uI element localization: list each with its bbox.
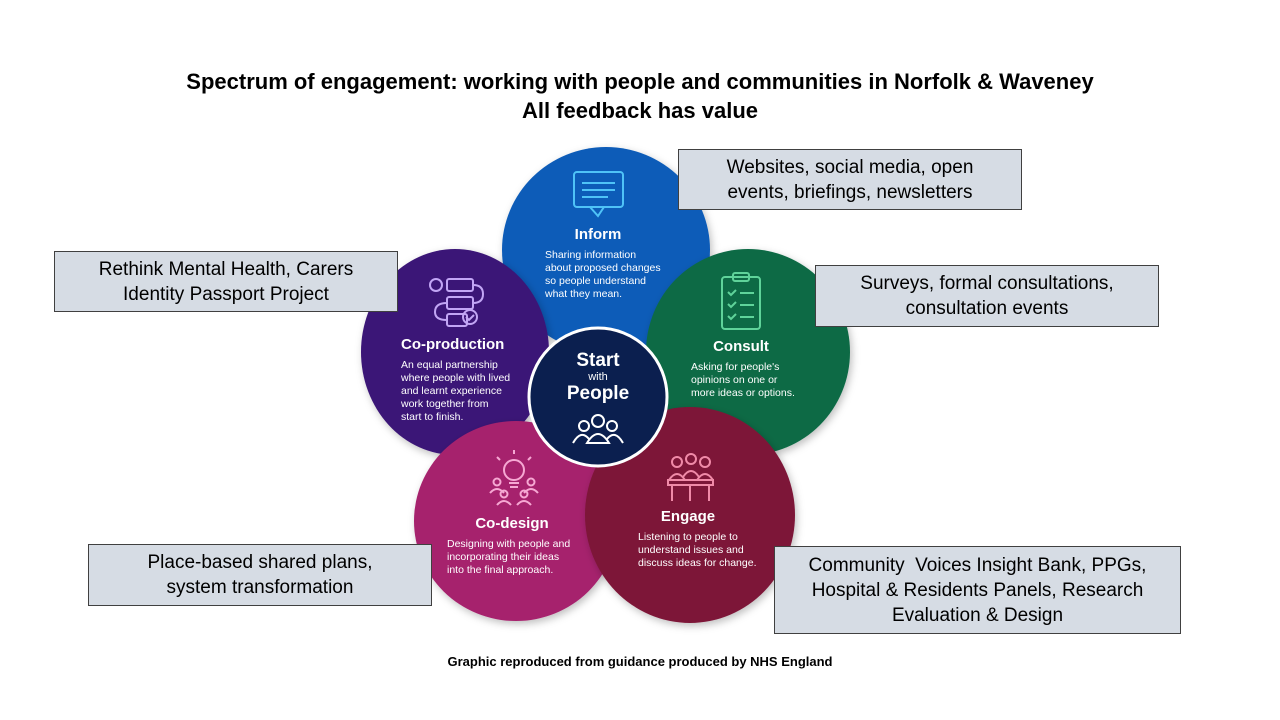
petal-consult-desc-3: more ideas or options. bbox=[691, 387, 795, 399]
petal-engage-desc-1: Listening to people to bbox=[638, 531, 738, 543]
petal-coproduction bbox=[361, 249, 549, 455]
petal-inform-desc-4: what they mean. bbox=[545, 288, 623, 300]
diagram-subtitle: All feedback has value bbox=[522, 98, 758, 123]
center-label: Start with People bbox=[548, 350, 648, 405]
callout-coproduction: Rethink Mental Health, Carers Identity P… bbox=[54, 251, 398, 312]
petal-coproduction-desc-2: where people with lived bbox=[401, 372, 511, 384]
petal-engage-desc-2: understand issues and bbox=[638, 544, 744, 556]
petal-coproduction-desc-1: An equal partnership bbox=[401, 359, 498, 371]
meeting-icon bbox=[667, 453, 714, 501]
petal-inform bbox=[502, 147, 710, 353]
petal-codesign-title: Co-design bbox=[475, 515, 549, 532]
callout-codesign: Place-based shared plans, system transfo… bbox=[88, 544, 432, 606]
petal-coproduction-title: Co-production bbox=[401, 336, 505, 353]
clipboard-checklist-icon bbox=[721, 272, 761, 330]
petal-codesign-desc-3: into the final approach. bbox=[447, 564, 554, 576]
petal-coproduction-text: Co-production An equal partnership where… bbox=[401, 336, 510, 424]
callout-codesign-line-1: Place-based shared plans, bbox=[147, 552, 373, 573]
callout-coproduction-line-2: Identity Passport Project bbox=[123, 283, 329, 305]
callout-codesign-line-2: system transformation bbox=[166, 577, 354, 598]
message-icon bbox=[573, 171, 624, 218]
center-line-with: with bbox=[588, 371, 608, 383]
petal-coproduction-desc-5: start to finish. bbox=[401, 411, 464, 423]
callout-engage-line-2: Hospital & Residents Panels, Research bbox=[811, 579, 1144, 601]
petal-engage-text: Engage Listening to people to understand… bbox=[638, 508, 756, 570]
petal-coproduction-desc-3: and learnt experience bbox=[401, 385, 502, 397]
callout-engage-line-3: Evaluation & Design bbox=[891, 604, 1064, 626]
callout-inform-line-2: events, briefings, newsletters bbox=[727, 181, 973, 203]
petal-consult-title: Consult bbox=[713, 338, 769, 355]
callout-coproduction-line-1: Rethink Mental Health, Carers bbox=[98, 258, 354, 280]
petal-inform-text: Inform Sharing information about propose… bbox=[545, 226, 661, 301]
petal-inform-desc-1: Sharing information bbox=[545, 249, 637, 261]
petal-engage bbox=[585, 407, 795, 623]
callout-inform: Websites, social media, open events, bri… bbox=[678, 149, 1022, 210]
callout-inform-line-1: Websites, social media, open bbox=[726, 156, 974, 178]
people-group-icon bbox=[572, 414, 624, 444]
center-circle bbox=[527, 326, 669, 468]
diagram-title: Spectrum of engagement: working with peo… bbox=[186, 69, 1094, 94]
petal-codesign-desc-1: Designing with people and bbox=[447, 538, 571, 550]
petal-engage-title: Engage bbox=[660, 508, 716, 525]
petal-coproduction-desc-4: work together from bbox=[401, 398, 489, 410]
petal-consult-desc-2: opinions on one or bbox=[691, 374, 778, 386]
petal-inform-desc-3: so people understand bbox=[545, 275, 646, 287]
petal-engage-desc-3: discuss ideas for change. bbox=[638, 557, 757, 569]
petal-consult-desc-1: Asking for people's bbox=[691, 361, 780, 373]
petal-inform-title: Inform bbox=[574, 226, 622, 243]
petal-codesign-text: Co-design Designing with people and inco… bbox=[447, 515, 577, 577]
petal-codesign-desc-2: incorporating their ideas bbox=[447, 551, 560, 563]
lightbulb-people-icon bbox=[489, 450, 539, 506]
center-line-people: People bbox=[566, 383, 630, 404]
callout-engage: Community Voices Insight Bank, PPGs, Hos… bbox=[774, 546, 1181, 634]
callout-engage-line-1: Community Voices Insight Bank, PPGs, bbox=[808, 554, 1147, 576]
callout-consult-line-1: Surveys, formal consultations, bbox=[860, 273, 1114, 294]
callout-consult: Surveys, formal consultations, consultat… bbox=[815, 265, 1159, 327]
center-line-start: Start bbox=[576, 350, 620, 371]
petal-inform-desc-2: about proposed changes bbox=[545, 262, 661, 274]
petal-consult bbox=[646, 249, 850, 455]
footer-credit: Graphic reproduced from guidance produce… bbox=[447, 654, 833, 669]
petal-consult-text: Consult Asking for people's opinions on … bbox=[691, 338, 795, 400]
workflow-icon bbox=[429, 278, 485, 327]
petal-codesign bbox=[414, 421, 618, 621]
callout-consult-line-2: consultation events bbox=[905, 298, 1069, 319]
